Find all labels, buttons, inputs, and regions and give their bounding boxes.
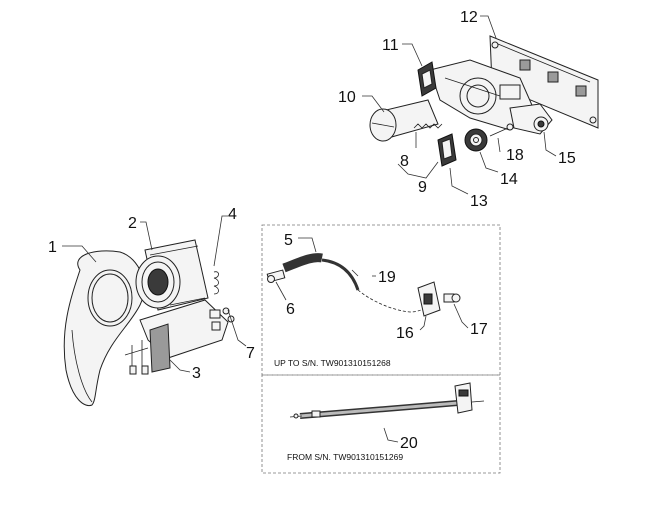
callout-10: 10 bbox=[338, 89, 356, 106]
part-fitting bbox=[266, 269, 286, 283]
upper-box-parts bbox=[266, 253, 461, 317]
part-gear bbox=[464, 128, 488, 152]
part-knob bbox=[369, 99, 439, 142]
callout-15: 15 bbox=[558, 150, 576, 167]
callout-5: 5 bbox=[284, 232, 293, 249]
callout-16: 16 bbox=[396, 325, 414, 342]
part-switch-11 bbox=[417, 61, 437, 97]
part-switch-13 bbox=[437, 133, 457, 167]
callout-8: 8 bbox=[400, 153, 409, 170]
part-chassis bbox=[429, 59, 536, 131]
part-body bbox=[124, 299, 229, 375]
part-cable bbox=[321, 258, 360, 291]
part-screw-17 bbox=[443, 293, 461, 303]
callout-14: 14 bbox=[500, 171, 518, 188]
callout-13: 13 bbox=[470, 193, 488, 210]
callout-9: 9 bbox=[418, 179, 427, 196]
callout-1: 1 bbox=[48, 239, 57, 256]
part-valve-head bbox=[135, 239, 209, 311]
part-spring bbox=[413, 123, 443, 129]
variant-box-upper bbox=[261, 224, 501, 376]
callout-17: 17 bbox=[470, 321, 488, 338]
part-cable-assembly bbox=[289, 382, 485, 419]
callout-11: 11 bbox=[382, 37, 399, 54]
upper-assembly bbox=[369, 35, 599, 167]
upper-box-caption: UP TO S/N. TW901310151268 bbox=[274, 358, 391, 368]
callout-numbers: 1 2 3 4 5 6 7 8 9 10 11 12 13 14 15 16 1… bbox=[48, 9, 576, 452]
callout-4: 4 bbox=[228, 206, 237, 223]
callout-6: 6 bbox=[286, 301, 295, 318]
part-hose bbox=[282, 253, 323, 273]
variant-box-lower bbox=[261, 374, 501, 474]
callout-20: 20 bbox=[400, 435, 418, 452]
lower-box-caption: FROM S/N. TW901310151269 bbox=[287, 452, 403, 462]
part-actuator bbox=[509, 103, 553, 135]
part-clip bbox=[213, 271, 219, 295]
callout-12: 12 bbox=[460, 9, 478, 26]
part-bracket bbox=[417, 281, 441, 317]
part-screw-18 bbox=[489, 123, 514, 137]
left-assembly bbox=[63, 239, 235, 407]
part-back-plate bbox=[489, 35, 599, 129]
callout-7: 7 bbox=[246, 345, 255, 362]
part-cover bbox=[63, 250, 145, 407]
leader-lines bbox=[62, 15, 557, 443]
callout-2: 2 bbox=[128, 215, 137, 232]
callout-3: 3 bbox=[192, 365, 201, 382]
callout-19: 19 bbox=[378, 269, 396, 286]
callout-18: 18 bbox=[506, 147, 524, 164]
